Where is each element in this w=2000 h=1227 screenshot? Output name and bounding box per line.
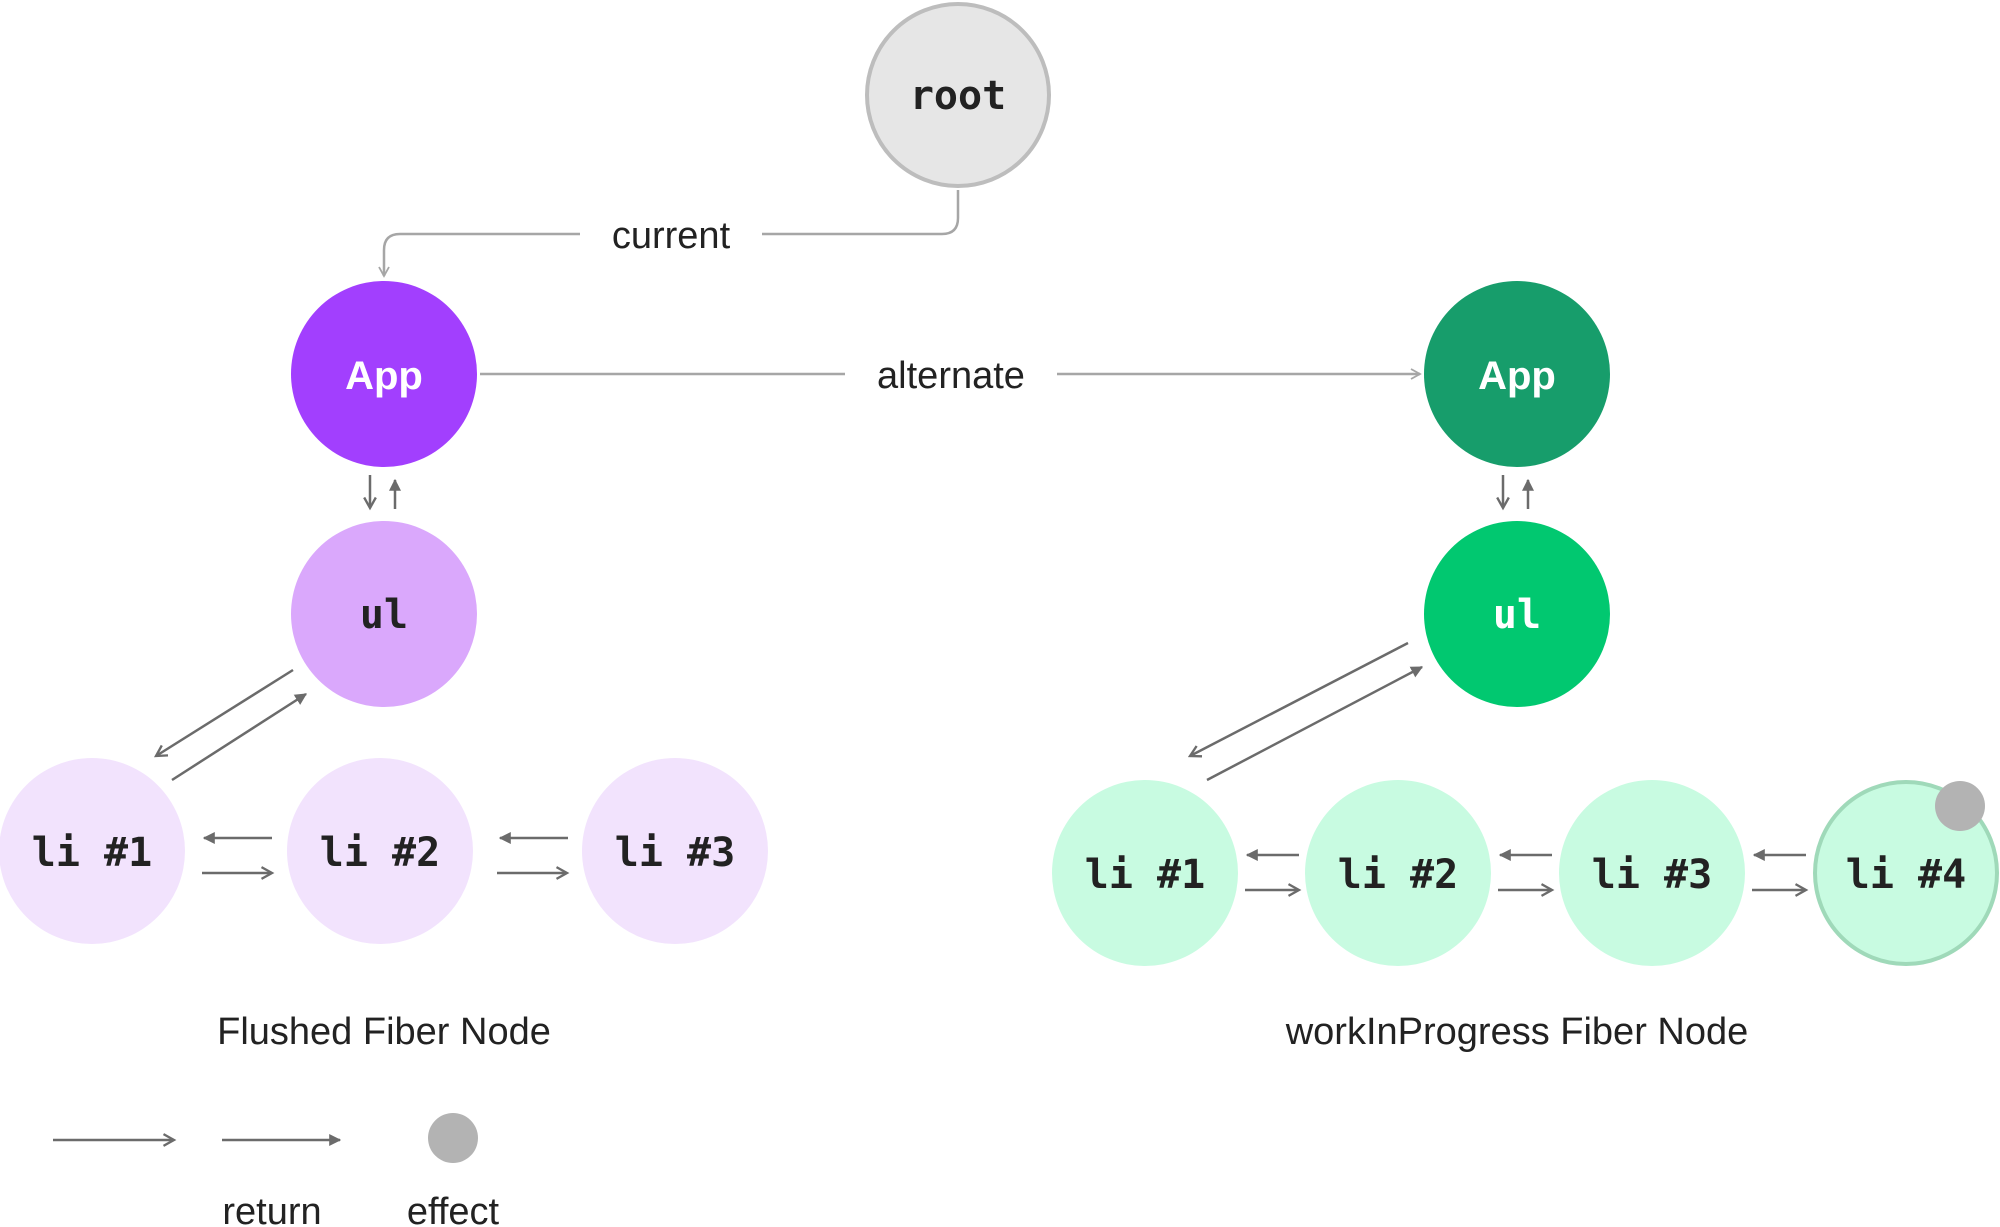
wip-li-node-3: li #3 <box>1559 780 1745 966</box>
flushed-li-node-1: li #1 <box>0 758 185 944</box>
legend-effect-label: effect <box>407 1191 500 1227</box>
legend-effect-dot <box>428 1113 478 1163</box>
root-node: root <box>865 2 1051 188</box>
alternate-edge: alternate <box>480 355 1422 397</box>
current-label: current <box>612 215 731 257</box>
effect-dot <box>1935 781 1985 831</box>
flushed-app-node: App <box>291 281 477 467</box>
wip-ul-label: ul <box>1493 592 1541 638</box>
flushed-li-label-2: li #2 <box>320 830 440 876</box>
flushed-li-node-3: li #3 <box>582 758 768 944</box>
flushed-li-label-3: li #3 <box>615 830 735 876</box>
wip-li-label-4: li #4 <box>1846 852 1966 898</box>
flushed-ul-node: ul <box>291 521 477 707</box>
wip-li-node-4: li #4 <box>1813 780 1999 966</box>
flushed-ul-label: ul <box>360 592 408 638</box>
wip-ul-node: ul <box>1424 521 1610 707</box>
flushed-li-label-1: li #1 <box>32 830 152 876</box>
legend: return effect <box>53 1113 500 1227</box>
legend-return-label: return <box>222 1191 321 1227</box>
flushed-title: Flushed Fiber Node <box>217 1011 551 1053</box>
wip-app-node: App <box>1424 281 1610 467</box>
wip-li-label-1: li #1 <box>1085 852 1205 898</box>
wip-li-node-2: li #2 <box>1305 780 1491 966</box>
wip-li-node-1: li #1 <box>1052 780 1238 966</box>
flushed-li-node-2: li #2 <box>287 758 473 944</box>
flushed-tree: App ul li #1 li #2 li #3 Flushed Fiber N… <box>0 281 768 1053</box>
wip-tree: App ul li #1 li #2 li #3 li #4 workInPro… <box>1052 281 1999 1053</box>
wip-li-label-3: li #3 <box>1592 852 1712 898</box>
wip-title: workInProgress Fiber Node <box>1285 1011 1749 1053</box>
flushed-app-label: App <box>345 354 423 398</box>
root-label: root <box>910 73 1006 119</box>
current-edge: current <box>378 190 960 278</box>
alternate-label: alternate <box>877 355 1025 397</box>
wip-app-label: App <box>1478 354 1556 398</box>
wip-li-label-2: li #2 <box>1338 852 1458 898</box>
